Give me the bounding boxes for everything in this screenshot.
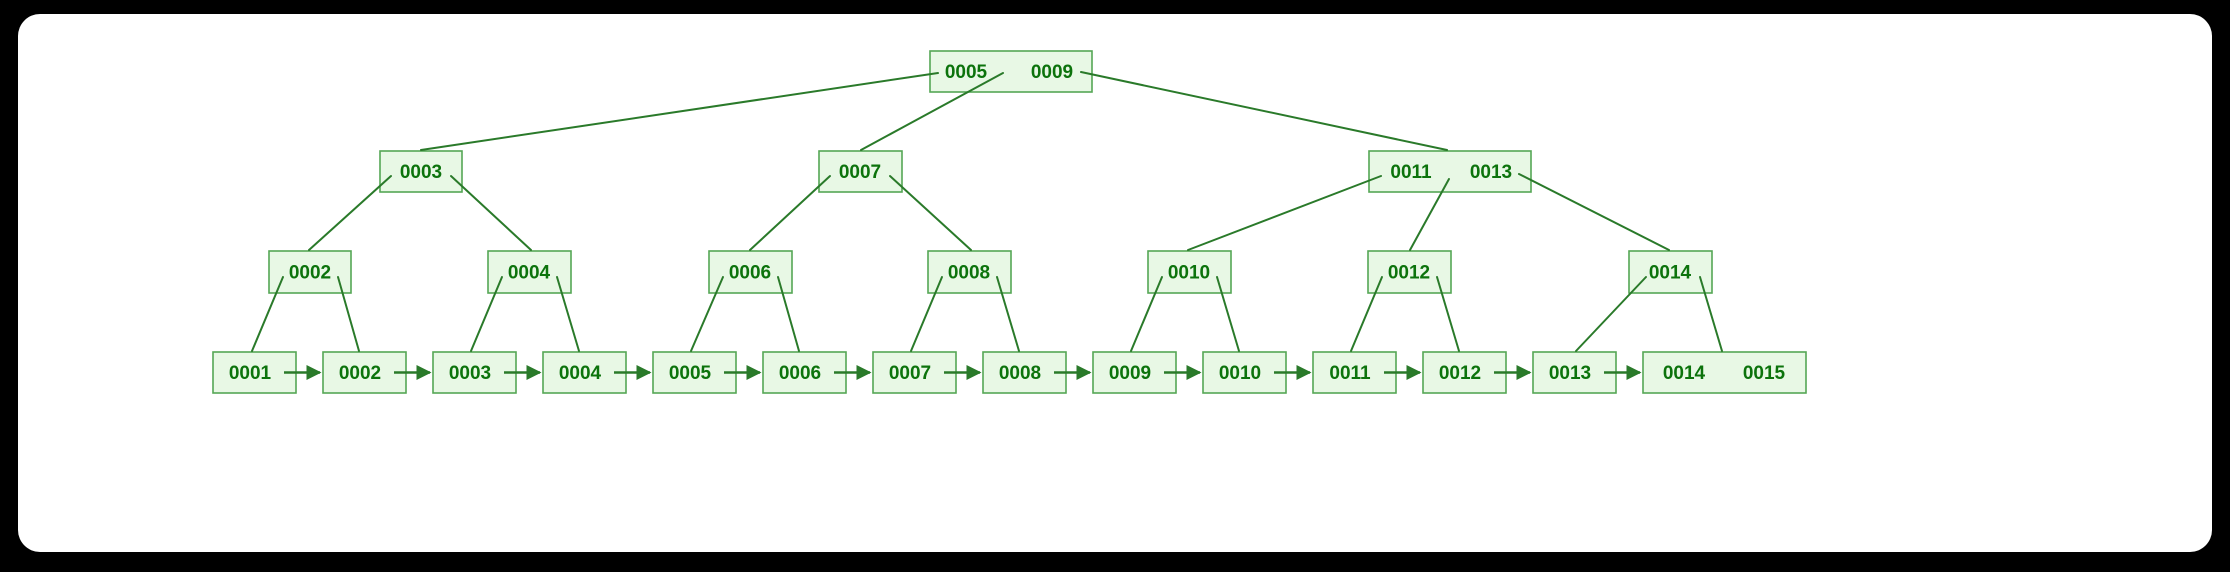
tree-edge-n1113-n0014: [1518, 173, 1670, 251]
node-key-label-n0004-0004: 0004: [508, 263, 551, 284]
tree-node-n0012: [1367, 250, 1452, 294]
tree-node-l07: [872, 351, 957, 394]
tree-edge-n0010-l10: [1216, 276, 1240, 352]
node-key-label-l06-0006: 0006: [779, 363, 821, 384]
tree-node-l12: [1422, 351, 1507, 394]
tree-edge-n0008-l08: [996, 276, 1020, 352]
tree-node-l02: [322, 351, 407, 394]
node-key-label-n0006-0006: 0006: [729, 263, 771, 284]
tree-edge-n0008-l07: [910, 276, 943, 352]
node-key-label-l07-0007: 0007: [889, 363, 931, 384]
tree-edge-n0012-l11: [1350, 276, 1383, 352]
tree-node-l10: [1202, 351, 1287, 394]
tree-edge-n0012-l12: [1436, 276, 1460, 352]
node-key-label-l01-0001: 0001: [229, 363, 272, 384]
tree-node-n0014: [1628, 250, 1713, 294]
tree-node-n0008: [927, 250, 1012, 294]
node-key-label-l13-0013: 0013: [1549, 363, 1591, 384]
tree-edge-n0010-l09: [1130, 276, 1163, 352]
tree-edge-n0006-l05: [690, 276, 724, 352]
node-key-label-l14-0014: 0014: [1663, 363, 1706, 384]
tree-node-n0003: [379, 150, 463, 193]
node-key-label-n0010-0010: 0010: [1168, 263, 1210, 284]
node-key-label-root-0009: 0009: [1031, 62, 1073, 83]
tree-node-n0007: [818, 150, 903, 193]
tree-edge-n0014-l13: [1575, 276, 1647, 352]
node-key-label-n1113-0013: 0013: [1470, 162, 1512, 183]
diagram-card: [18, 14, 2212, 552]
node-key-label-n1113-0011: 0011: [1390, 162, 1432, 183]
tree-node-l08: [982, 351, 1067, 394]
node-key-label-l08-0008: 0008: [999, 363, 1041, 384]
node-key-label-root-0005: 0005: [945, 62, 988, 83]
node-key-label-l03-0003: 0003: [449, 363, 491, 384]
tree-node-n0010: [1147, 250, 1232, 294]
node-key-label-l04-0004: 0004: [559, 363, 602, 384]
node-key-label-n0002-0002: 0002: [289, 263, 331, 284]
tree-node-l13: [1532, 351, 1617, 394]
node-key-label-n0014-0014: 0014: [1649, 263, 1692, 284]
tree-edge-n0006-l06: [777, 276, 800, 352]
tree-node-n1113: [1368, 150, 1532, 193]
tree-node-l11: [1312, 351, 1397, 394]
tree-node-l03: [432, 351, 517, 394]
tree-edge-n0004-l04: [556, 276, 580, 352]
tree-node-l04: [542, 351, 627, 394]
tree-node-l01: [212, 351, 297, 394]
node-key-label-l05-0005: 0005: [669, 363, 712, 384]
tree-node-n0006: [708, 250, 793, 294]
node-key-label-l12-0012: 0012: [1439, 363, 1481, 384]
node-key-label-n0008-0008: 0008: [948, 263, 990, 284]
tree-edge-n1113-n0012: [1409, 178, 1450, 251]
node-key-label-n0012-0012: 0012: [1388, 263, 1430, 284]
tree-edge-n0003-n0004: [450, 175, 532, 251]
tree-node-l14: [1642, 351, 1807, 394]
tree-edge-n0004-l03: [470, 276, 503, 352]
tree-node-l06: [762, 351, 847, 394]
tree-edge-root-n1113: [1080, 71, 1448, 151]
tree-edge-n0002-l02: [337, 276, 360, 352]
node-key-label-l09-0009: 0009: [1109, 363, 1151, 384]
tree-edge-n1113-n0010: [1187, 175, 1382, 251]
node-key-label-l14-0015: 0015: [1743, 363, 1786, 384]
tree-edge-root-n0003: [420, 72, 939, 151]
node-key-label-l11-0011: 0011: [1329, 363, 1371, 384]
tree-node-n0004: [487, 250, 572, 294]
tree-node-n0002: [268, 250, 352, 294]
tree-edge-n0007-n0008: [889, 175, 972, 251]
tree-edge-n0003-n0002: [308, 175, 392, 251]
node-key-label-l10-0010: 0010: [1219, 363, 1261, 384]
node-key-label-l02-0002: 0002: [339, 363, 381, 384]
node-key-label-n0003-0003: 0003: [400, 162, 442, 183]
tree-node-l05: [652, 351, 737, 394]
tree-edge-n0007-n0006: [749, 175, 831, 251]
tree-edge-n0002-l01: [251, 276, 284, 352]
tree-edge-root-n0007: [860, 72, 1004, 151]
tree-edge-n0014-l14: [1699, 276, 1723, 352]
node-key-label-n0007-0007: 0007: [839, 162, 881, 183]
tree-node-root: [929, 50, 1093, 93]
